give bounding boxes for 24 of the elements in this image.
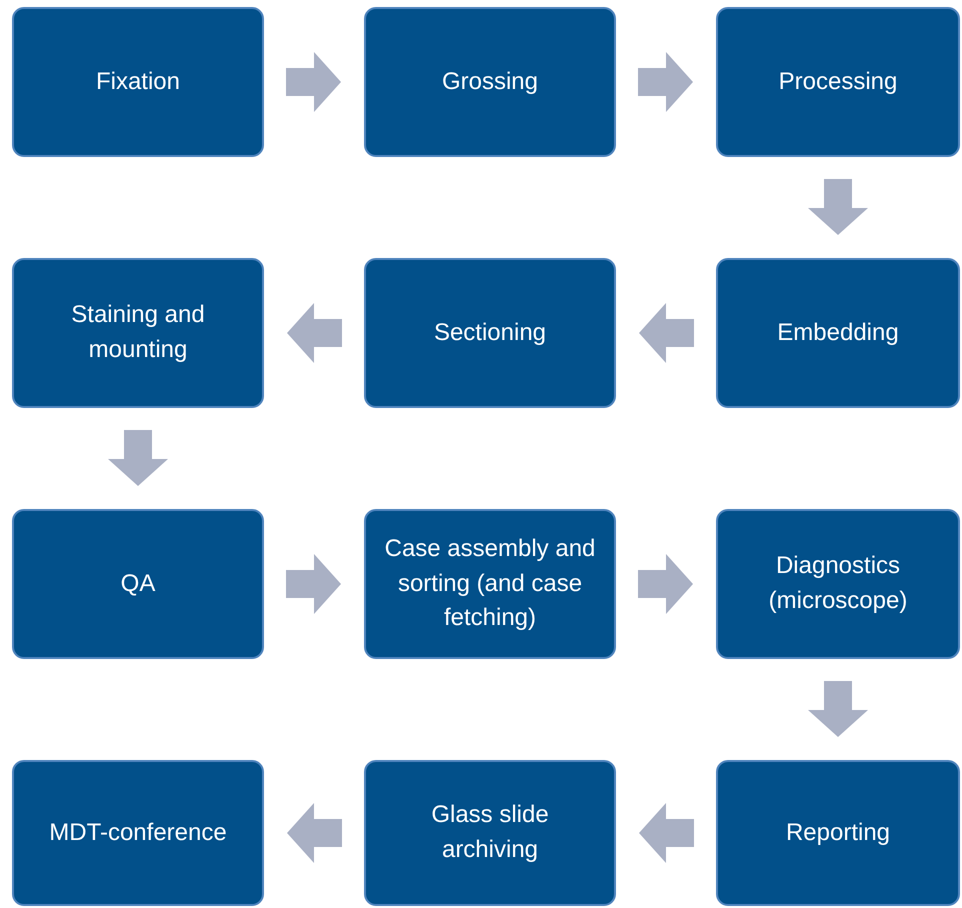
step-label: Case assembly and sorting (and case fetching) (384, 534, 596, 634)
step-label: Staining and mounting (70, 300, 206, 365)
step-label: QA (120, 568, 156, 599)
step-label: MDT-conference (49, 818, 227, 848)
process-box (364, 509, 616, 659)
process-box (12, 7, 264, 157)
step-label: Glass slide archiving (430, 800, 550, 865)
step-label: Diagnostics (microscope) (768, 551, 908, 616)
process-box (364, 258, 616, 408)
step-label: Processing (778, 66, 898, 97)
process-box (716, 258, 960, 408)
process-box (364, 7, 616, 157)
process-box (364, 760, 616, 906)
process-box (12, 258, 264, 408)
process-box (12, 760, 264, 906)
step-label: Embedding (777, 318, 899, 348)
process-box (716, 509, 960, 659)
process-box (716, 760, 960, 906)
step-label: Sectioning (434, 318, 546, 348)
process-box (12, 509, 264, 659)
step-label: Fixation (96, 66, 180, 97)
step-label: Grossing (442, 66, 538, 97)
process-box (716, 7, 960, 157)
step-label: Reporting (786, 818, 890, 848)
